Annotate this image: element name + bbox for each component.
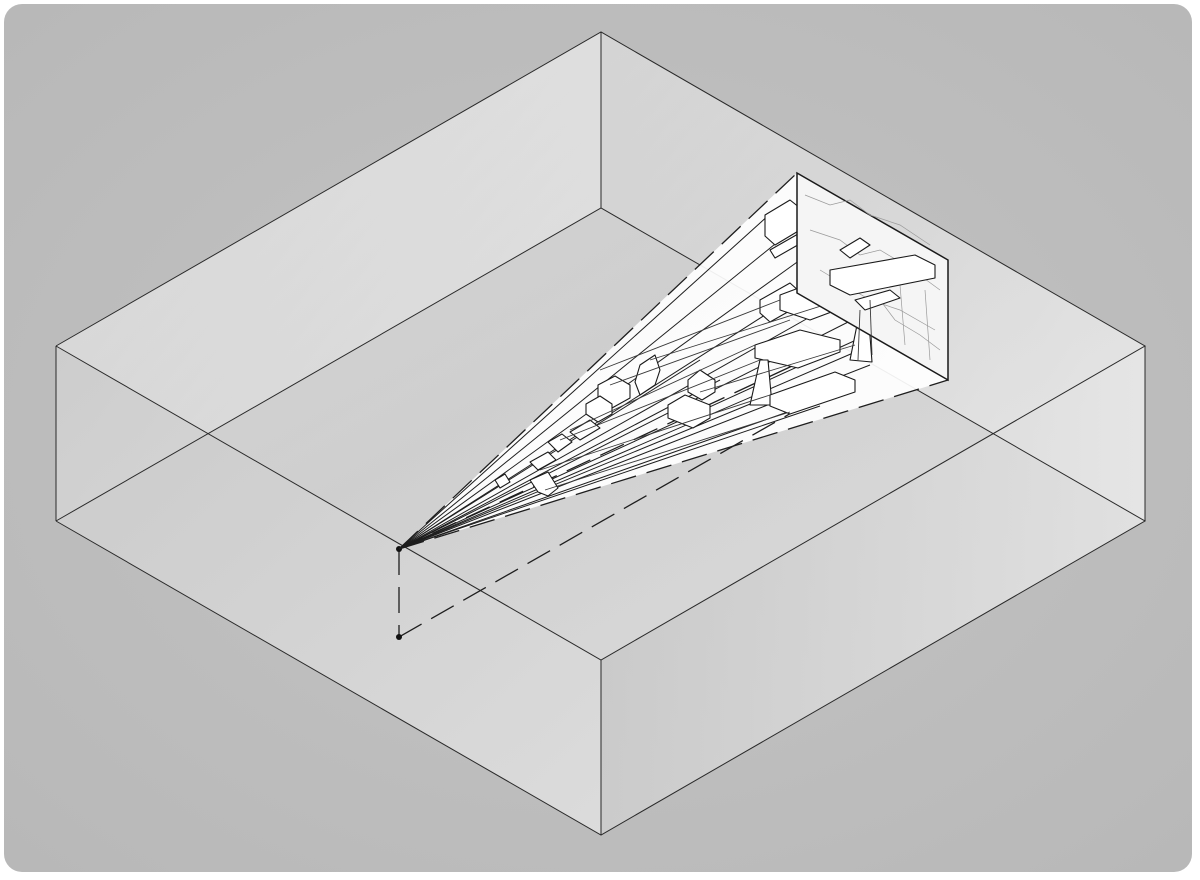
object-detail-lines [539, 299, 856, 491]
object-slab [769, 371, 856, 415]
ray [398, 405, 821, 550]
object-stair [667, 394, 711, 429]
viewpoint [396, 387, 836, 640]
ground-sight-line [398, 387, 836, 638]
plane-sketch [804, 194, 931, 246]
object-near-step [529, 451, 557, 471]
detail-line [559, 359, 761, 441]
plane-image-beam [829, 254, 936, 296]
object-near-block [547, 433, 573, 453]
plane-image-post [857, 309, 861, 361]
ray [398, 239, 781, 550]
detail-line [569, 344, 756, 431]
object-ledge [754, 329, 841, 369]
detail-line [699, 344, 856, 393]
plane-sketch [924, 289, 931, 361]
cone-edge-middle [398, 359, 806, 550]
detail-line [649, 299, 841, 361]
diagram-frame [4, 4, 1192, 872]
ray [398, 379, 721, 550]
room-front-right-wall [601, 346, 1145, 835]
room-front-left-wall [56, 346, 601, 835]
cone-edge-lower [398, 379, 949, 550]
object-near-tip [494, 473, 511, 489]
picture-plane [796, 171, 949, 382]
plane-sketch [899, 284, 906, 346]
plane-image-post [869, 299, 873, 356]
plane-image-shelf [854, 289, 901, 311]
plane-sketch [879, 299, 941, 351]
perspective-diagram [4, 4, 1192, 872]
ray [398, 349, 861, 550]
object-step-mid [585, 395, 613, 423]
detail-line [599, 299, 781, 371]
ray [398, 213, 771, 550]
detail-line [544, 411, 791, 491]
cone-edge-upper [398, 172, 798, 550]
object-near-ledge [529, 471, 559, 497]
object-post-mid [634, 354, 661, 396]
station-point [396, 634, 402, 640]
detail-line [609, 319, 791, 386]
plane-image-block [839, 237, 871, 259]
detail-line [539, 394, 771, 471]
